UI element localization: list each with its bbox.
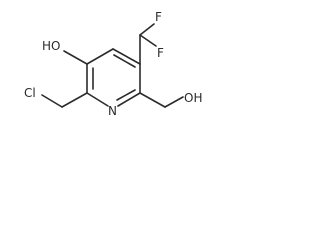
hydroxyl-ring-label: HO (42, 39, 60, 53)
bond-ch2-oh (164, 96, 184, 108)
fluoro-right-label: F (157, 46, 164, 60)
bond-c6-c5 (86, 48, 114, 65)
bond-c3-n (117, 92, 141, 107)
bond-n-c2 (86, 92, 109, 107)
fluoro-top-label: F (155, 10, 162, 24)
bond-c2-ch2 (61, 92, 88, 108)
bond-ch2-cl (41, 94, 63, 108)
bond-chf2-f-top (139, 23, 155, 36)
bond-c6-ho (63, 50, 88, 65)
chloro-label: Cl (24, 86, 36, 100)
bond-chf2-f-right (139, 34, 157, 47)
ring-nitrogen-label: N (108, 104, 117, 118)
bond-c5-c4-inner (113, 54, 136, 68)
bond-c3-n-inner (116, 89, 136, 101)
pyridine-ring (86, 48, 141, 107)
hydroxyl-chain-label: OH (184, 91, 202, 105)
molecule-structure-diagram: HO Cl F F N OH (24, 10, 202, 118)
bond-c3-ch2 (139, 92, 166, 108)
bond-c5-c4 (112, 48, 141, 65)
substituent-bonds (41, 23, 184, 108)
